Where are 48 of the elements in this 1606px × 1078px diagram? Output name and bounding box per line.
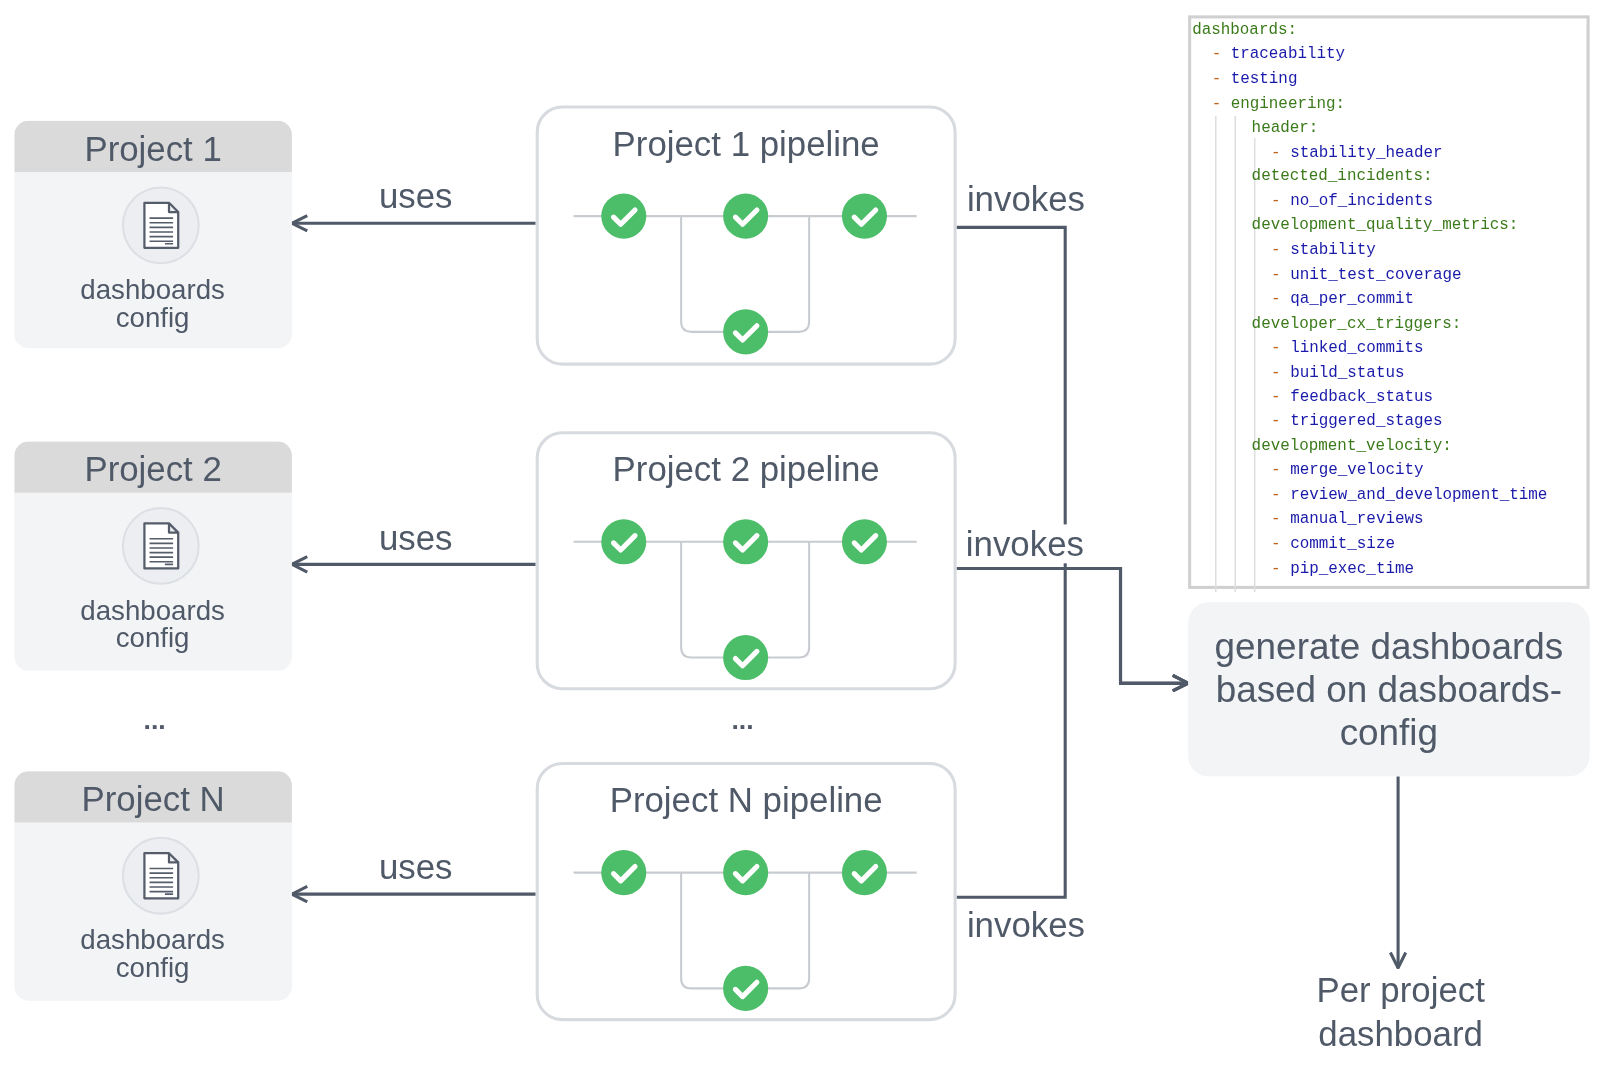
code-line: - review_and_development_time bbox=[1271, 484, 1548, 506]
config-label: dashboards config bbox=[79, 276, 226, 332]
code-line: developer_cx_triggers: bbox=[1251, 313, 1462, 334]
code-line: - feedback_status bbox=[1271, 386, 1434, 408]
code-line: - build_status bbox=[1271, 362, 1405, 383]
ellipsis: ... bbox=[730, 709, 755, 731]
config-label: dashboards config bbox=[79, 926, 226, 983]
pipeline-box bbox=[535, 105, 957, 366]
arrow bbox=[956, 566, 1190, 899]
pipeline-title: Project N pipeline bbox=[608, 779, 884, 821]
pipeline-box bbox=[535, 762, 957, 1022]
code-line: detected_incidents: bbox=[1251, 166, 1433, 187]
code-line: dashboards: bbox=[1192, 19, 1297, 40]
code-line: development_quality_metrics: bbox=[1251, 215, 1519, 236]
pipeline-title: Project 2 pipeline bbox=[611, 448, 881, 490]
code-line: - testing bbox=[1211, 68, 1298, 89]
code-line: - manual_reviews bbox=[1271, 509, 1424, 530]
dashboard-label: Per project dashboard bbox=[1270, 967, 1532, 1059]
project-card bbox=[14, 441, 292, 671]
code-line: - unit_test_coverage bbox=[1271, 264, 1462, 285]
project-title: Project N bbox=[14, 771, 292, 823]
arrow bbox=[290, 884, 536, 904]
arrow bbox=[290, 555, 536, 574]
code-line: - stability bbox=[1271, 239, 1376, 261]
code-line: - pip_exec_time bbox=[1271, 558, 1414, 579]
project-card bbox=[14, 120, 292, 349]
code-line: - triggered_stages bbox=[1271, 411, 1443, 432]
code-line: - traceability bbox=[1211, 43, 1346, 65]
code-line: - no_of_incidents bbox=[1271, 190, 1434, 212]
config-label: dashboards config bbox=[79, 597, 226, 653]
code-line: - commit_size bbox=[1271, 533, 1395, 554]
pipeline-box bbox=[535, 431, 957, 691]
code-line: header: bbox=[1251, 117, 1319, 138]
arrow bbox=[1388, 776, 1408, 970]
project-title: Project 1 bbox=[14, 120, 292, 173]
arrow bbox=[290, 214, 536, 233]
code-line: - qa_per_commit bbox=[1271, 288, 1414, 310]
process-box: generate dashboards based on dasboards-config bbox=[1188, 602, 1590, 777]
code-line: development_velocity: bbox=[1251, 435, 1452, 457]
project-card bbox=[14, 771, 292, 1001]
code-line: - merge_velocity bbox=[1271, 460, 1424, 481]
ellipsis: ... bbox=[142, 709, 167, 731]
edge-label: invokes bbox=[965, 524, 1084, 564]
pipeline-title: Project 1 pipeline bbox=[611, 122, 881, 164]
code-line: - stability_header bbox=[1271, 141, 1443, 163]
project-title: Project 2 bbox=[14, 441, 292, 493]
code-line: - engineering: bbox=[1211, 92, 1346, 114]
code-line: - linked_commits bbox=[1271, 337, 1424, 359]
